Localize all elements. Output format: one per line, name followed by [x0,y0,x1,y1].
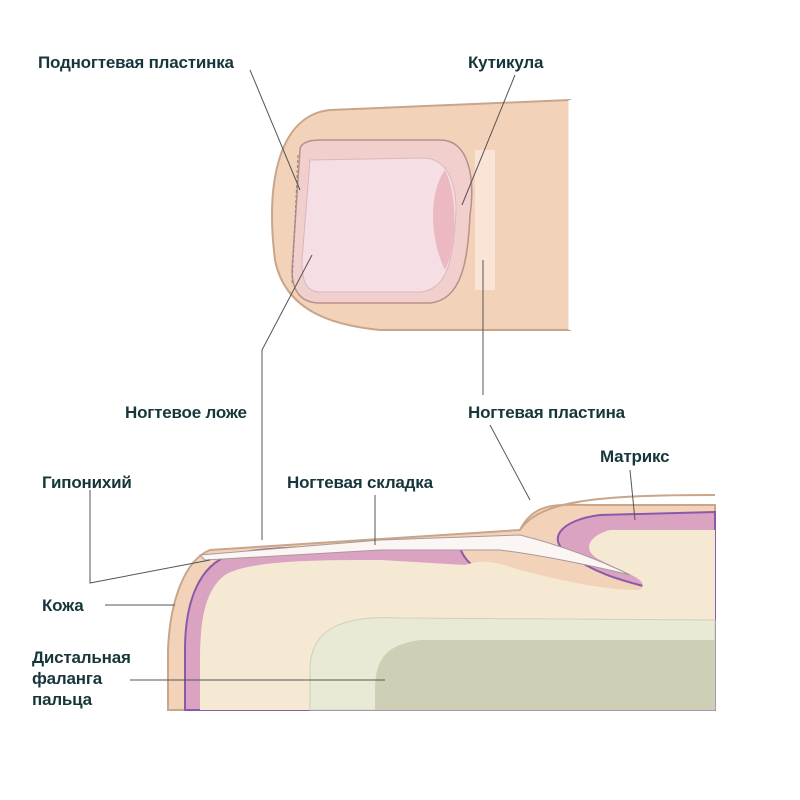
label-matrix: Матрикс [600,447,670,466]
label-line: пальца [32,690,92,709]
label-line: фаланга [32,669,102,688]
label-subungual-plate: Подногтевая пластинка [38,53,234,72]
label-nail-plate: Ногтевая пластина [468,403,625,422]
label-nail-bed: Ногтевое ложе [125,403,247,422]
cross-section [167,494,716,711]
label-skin: Кожа [42,596,84,615]
label-line: Дистальная [32,648,131,667]
label-hyponychium: Гипонихий [42,473,132,492]
label-cuticle: Кутикула [468,53,544,72]
leader-lines [89,69,636,681]
label-nail-fold: Ногтевая складка [287,473,433,492]
label-distal-phalanx: Дистальная фаланга пальца [32,647,131,710]
finger-top-view [271,98,572,331]
